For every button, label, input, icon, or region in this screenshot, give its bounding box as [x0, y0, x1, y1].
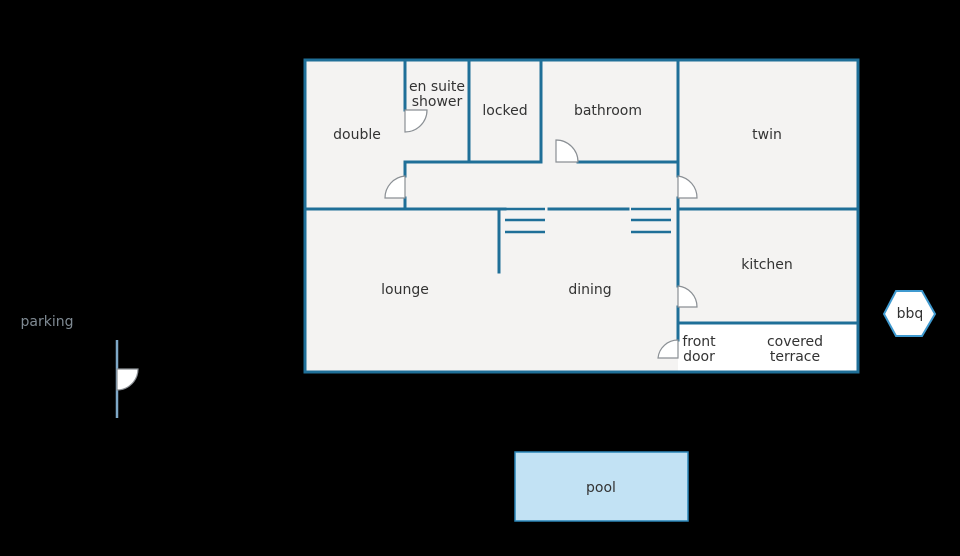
- label-front-door-1: front: [682, 334, 716, 350]
- front-door[interactable]: [657, 339, 679, 359]
- pool: [514, 451, 689, 522]
- room-label-lounge: lounge: [381, 282, 429, 298]
- room-label-bathroom: bathroom: [574, 103, 642, 119]
- parking-gate[interactable]: [116, 368, 139, 391]
- room-label-kitchen: kitchen: [741, 257, 793, 273]
- door-ensuite[interactable]: [404, 109, 428, 133]
- label-covered-terrace-1: covered: [767, 334, 823, 350]
- label-front-door-2: door: [683, 349, 715, 365]
- room-label-ensuite-2: shower: [412, 94, 463, 110]
- label-covered-terrace-2: terrace: [770, 349, 820, 365]
- house-floor: [305, 60, 858, 372]
- outer-wall: [303, 58, 860, 374]
- door-kitchen[interactable]: [677, 285, 698, 308]
- door-twin[interactable]: [677, 175, 698, 199]
- door-bathroom[interactable]: [555, 139, 579, 163]
- room-label-dining: dining: [568, 282, 611, 298]
- room-label-locked: locked: [482, 103, 527, 119]
- room-label-double: double: [333, 127, 381, 143]
- door-double[interactable]: [384, 175, 406, 199]
- stairs-left: [505, 207, 545, 234]
- bbq-icon: [882, 290, 937, 337]
- walls: [303, 58, 860, 374]
- covered-terrace-area: [678, 323, 858, 372]
- stairs-right: [631, 207, 671, 234]
- label-pool: pool: [586, 480, 616, 496]
- room-label-ensuite-1: en suite: [409, 79, 465, 95]
- room-label-twin: twin: [752, 127, 782, 143]
- label-parking: parking: [21, 314, 74, 330]
- label-bbq: bbq: [897, 306, 924, 322]
